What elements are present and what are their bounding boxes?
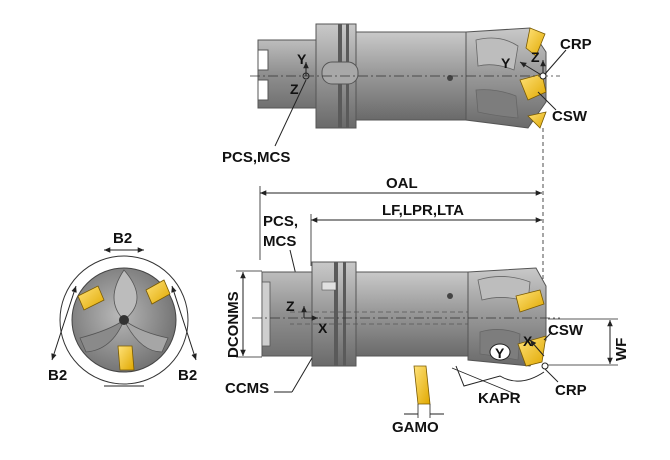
- csw-side-label: CSW: [548, 322, 584, 339]
- csw-top-leader: [537, 91, 557, 111]
- pcs-mcs-top-leader: [274, 79, 307, 147]
- dconms-label: DCONMS: [225, 291, 242, 358]
- side-tip-axis-y-label: Y: [495, 345, 505, 361]
- top-tip-axis-z-label: Z: [531, 49, 540, 65]
- side-axis-z-label: Z: [286, 298, 295, 314]
- mcs-side-label: MCS: [263, 233, 296, 250]
- ccms-label: CCMS: [225, 380, 269, 397]
- side-view-tool: [252, 261, 560, 367]
- top-tip-axis-y-label: Y: [501, 55, 511, 71]
- kapr-label: KAPR: [478, 390, 521, 407]
- crp-top-leader: [544, 49, 567, 75]
- wf-label: WF: [613, 338, 630, 361]
- side-axis-x-label: X: [318, 320, 328, 336]
- csw-top-label: CSW: [552, 108, 588, 125]
- lf-lpr-lta-label: LF,LPR,LTA: [382, 202, 464, 219]
- gamo-label: GAMO: [392, 419, 439, 436]
- top-axis-y-label: Y: [297, 51, 307, 67]
- crp-side-label: CRP: [555, 382, 587, 399]
- gamo-insert: [413, 365, 431, 405]
- top-view-tool: [250, 23, 560, 129]
- pcs-mcs-top-label: PCS,MCS: [222, 149, 290, 166]
- b2-top-label: B2: [113, 230, 132, 247]
- pcs-side-label: PCS,: [263, 213, 298, 230]
- top-axis-z-label: Z: [290, 81, 299, 97]
- b2-right-label: B2: [178, 367, 197, 384]
- b2-left-label: B2: [48, 367, 67, 384]
- crp-top-label: CRP: [560, 36, 592, 53]
- side-tip-axis-x-label: X: [523, 333, 533, 349]
- oal-label: OAL: [386, 175, 418, 192]
- end-view-tool: [59, 255, 189, 385]
